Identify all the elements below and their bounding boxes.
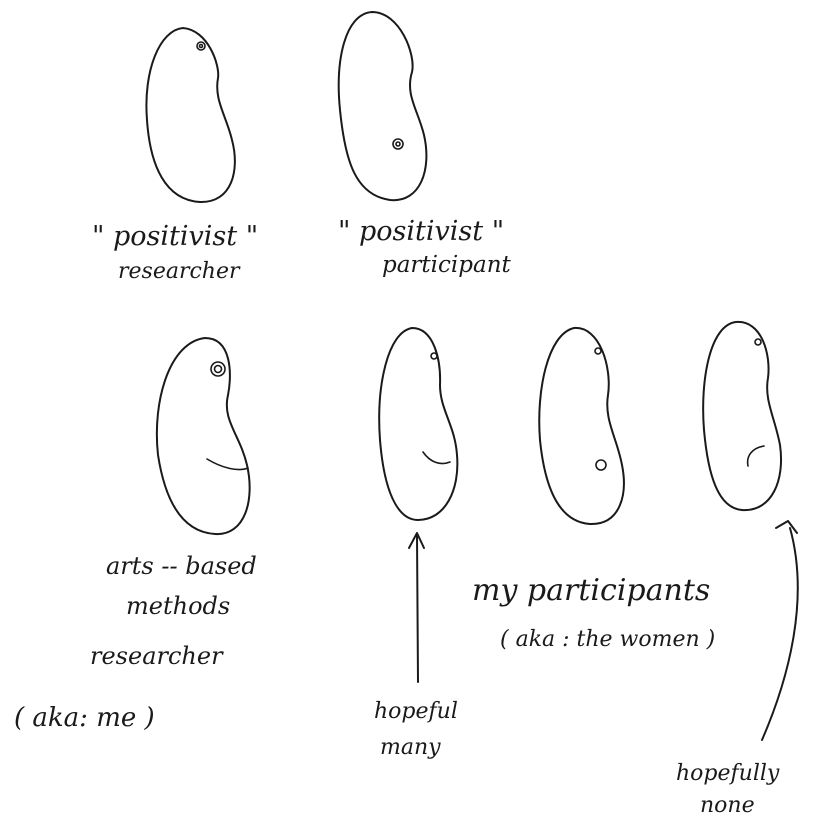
bean-hopefully-none: [703, 322, 781, 510]
label-positivist-participant-line2: participant: [382, 252, 512, 278]
bean-participant-two-eyes: [539, 328, 624, 524]
label-arts-line1: arts -- based: [106, 552, 257, 580]
label-arts-line3: researcher: [90, 642, 224, 670]
eye-icon: [211, 362, 225, 376]
eye-icon: [595, 348, 601, 354]
label-arts-line4: ( aka: me ): [14, 703, 155, 733]
bean-positivist-participant: [339, 12, 427, 200]
eye-icon: [755, 339, 761, 345]
label-arts-line2: methods: [126, 592, 230, 620]
smile-mark: [207, 459, 248, 470]
frown-mark: [748, 446, 764, 466]
label-hopeful-many-line2: many: [380, 735, 441, 760]
group-label-title: my participants: [472, 573, 710, 608]
label-positivist-researcher-line1: " positivist ": [92, 221, 258, 252]
label-positivist-participant-line1: " positivist ": [338, 216, 504, 247]
eye-icon: [431, 353, 437, 359]
group-label-subtitle: ( aka : the women ): [500, 627, 715, 652]
arrow-hopeful-many: [409, 533, 424, 682]
eye-icon: [393, 139, 403, 149]
eye-icon: [596, 460, 606, 470]
bean-arts-based-researcher: [157, 338, 250, 534]
smile-mark: [423, 452, 450, 464]
bean-hopeful-many: [379, 328, 457, 520]
label-positivist-researcher-line2: researcher: [118, 259, 241, 284]
eye-icon: [197, 42, 205, 50]
label-hopefully-none-line2: none: [700, 793, 755, 818]
arrow-hopefully-none: [762, 521, 798, 740]
label-hopefully-none-line1: hopefully: [676, 761, 780, 786]
bean-positivist-researcher: [146, 28, 234, 202]
label-hopeful-many-line1: hopeful: [374, 699, 458, 724]
